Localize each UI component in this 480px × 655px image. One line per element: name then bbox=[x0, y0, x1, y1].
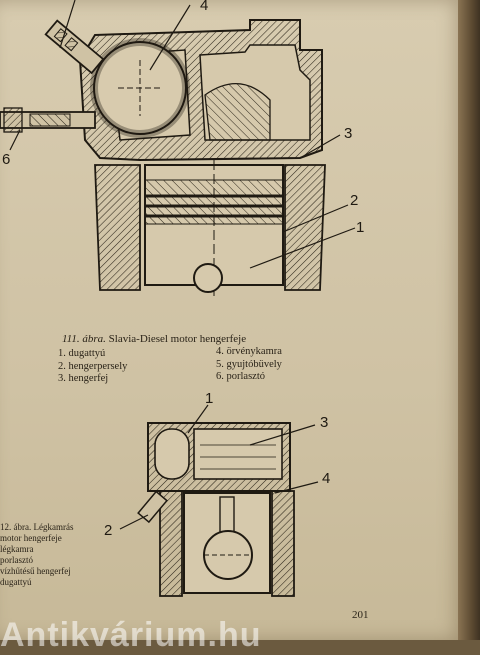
caption-line: motor hengerfeje bbox=[0, 533, 62, 543]
legend-left: 1. dugattyú 2. hengerpersely 3. hengerfe… bbox=[58, 348, 127, 386]
legend-item: 2. hengerpersely bbox=[58, 360, 128, 372]
caption-line: légkamra bbox=[0, 544, 34, 554]
callout-1: 1 bbox=[356, 219, 364, 236]
callout-2: 2 bbox=[350, 192, 358, 209]
book-page: 4 3 2 1 6 111. ábra. Slavia-Diesel motor… bbox=[0, 0, 466, 640]
caption-number: 111. ábra. bbox=[62, 333, 106, 345]
legend-item: 3. hengerfej bbox=[58, 373, 109, 384]
callout-3: 3 bbox=[344, 125, 352, 142]
figure-caption: 111. ábra. Slavia-Diesel motor hengerfej… bbox=[62, 333, 246, 345]
caption-title: Slavia-Diesel motor hengerfeje bbox=[108, 333, 247, 345]
legend-item: 4. örvénykamra bbox=[216, 346, 282, 357]
callout-3: 3 bbox=[320, 414, 328, 431]
callout-4: 4 bbox=[200, 0, 208, 14]
legend-item: 5. gyujtóbüvely bbox=[216, 358, 282, 370]
legend-item: 1. dugattyú bbox=[58, 348, 106, 359]
caption-line: dugattyú bbox=[0, 577, 32, 587]
figure-air-cell-head: 1 3 4 2 bbox=[104, 390, 330, 597]
callout-2: 2 bbox=[104, 522, 112, 539]
watermark: Antikvárium.hu bbox=[0, 616, 262, 654]
side-caption: 12. ábra. Légkamrás motor hengerfeje lég… bbox=[0, 522, 73, 588]
callout-1: 1 bbox=[205, 390, 213, 407]
figure-slavia-diesel: 4 3 2 1 6 bbox=[0, 0, 364, 300]
caption-line: 12. ábra. Légkamrás bbox=[0, 522, 74, 532]
callout-4: 4 bbox=[322, 470, 330, 487]
legend-right: 4. örvénykamra 5. gyujtóbüvely 6. porlas… bbox=[216, 346, 282, 384]
legend-item: 6. porlasztó bbox=[216, 371, 265, 382]
page-number: 201 bbox=[352, 609, 369, 621]
callout-6: 6 bbox=[2, 151, 10, 168]
caption-line: vízhűtésű hengerfej bbox=[0, 566, 71, 576]
caption-line: porlasztó bbox=[0, 555, 33, 565]
book-spine bbox=[458, 0, 480, 640]
